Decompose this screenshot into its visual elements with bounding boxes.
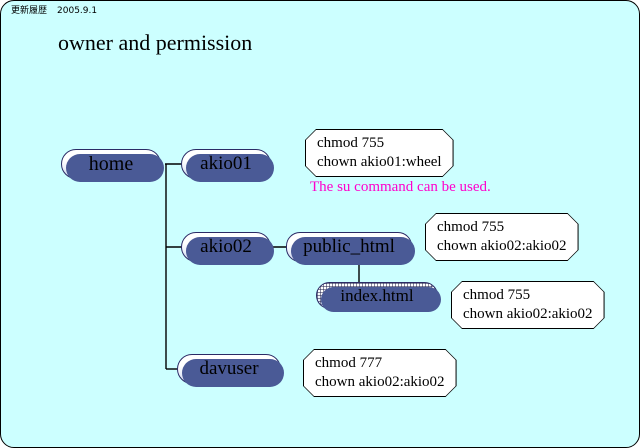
- tree-node-index-html[interactable]: index.html: [316, 282, 441, 312]
- header-bar: 更新履歴 2005.9.1: [11, 3, 97, 16]
- callout-fill: [304, 350, 456, 396]
- callout-public-html-text: chmod 755 chown akio02:akio02: [425, 213, 579, 261]
- callout-public-html: chmod 755 chown akio02:akio02: [425, 213, 579, 261]
- callout-index-html-line2: chown akio02:akio02: [463, 306, 593, 322]
- tree-node-davuser-label: davuser: [199, 358, 259, 379]
- callout-davuser-line2: chown akio02:akio02: [315, 374, 445, 390]
- header-date: 2005.9.1: [57, 6, 98, 16]
- callout-davuser-text: chmod 777 chown akio02:akio02: [303, 349, 457, 397]
- callout-fill: [452, 282, 604, 328]
- tree-node-akio01[interactable]: akio01: [181, 149, 274, 182]
- callout-public-html-line2: chown akio02:akio02: [437, 238, 567, 254]
- tree-node-akio02[interactable]: akio02: [181, 232, 274, 265]
- header-label: 更新履歴: [11, 6, 48, 16]
- callout-akio01-line1: chmod 755: [317, 135, 385, 151]
- callout-akio01-line2: chown akio01:wheel: [317, 154, 442, 170]
- tree-node-index-html-label: index.html: [340, 285, 414, 305]
- tree-node-davuser[interactable]: davuser: [177, 354, 284, 387]
- tree-node-public-html[interactable]: public_html: [286, 232, 415, 265]
- callout-index-html-line1: chmod 755: [463, 287, 531, 303]
- callout-fill: [426, 214, 578, 260]
- tree-node-home-label: home: [88, 152, 134, 175]
- tree-node-akio01-label: akio01: [200, 153, 252, 174]
- su-command-note: The su command can be used.: [310, 179, 491, 195]
- callout-akio01: chmod 755 chown akio01:wheel: [305, 129, 454, 177]
- callout-public-html-line1: chmod 755: [437, 219, 505, 235]
- callout-davuser-line1: chmod 777: [315, 355, 383, 371]
- callout-akio01-text: chmod 755 chown akio01:wheel: [305, 129, 454, 177]
- page-title: owner and permission: [58, 30, 253, 55]
- tree-node-home[interactable]: home: [61, 149, 164, 182]
- tree-node-akio02-label: akio02: [200, 236, 252, 257]
- callout-fill: [306, 130, 453, 176]
- tree-node-public-html-label: public_html: [303, 236, 395, 257]
- callout-davuser: chmod 777 chown akio02:akio02: [303, 349, 457, 397]
- callout-index-html: chmod 755 chown akio02:akio02: [451, 281, 605, 329]
- callout-index-html-text: chmod 755 chown akio02:akio02: [451, 281, 605, 329]
